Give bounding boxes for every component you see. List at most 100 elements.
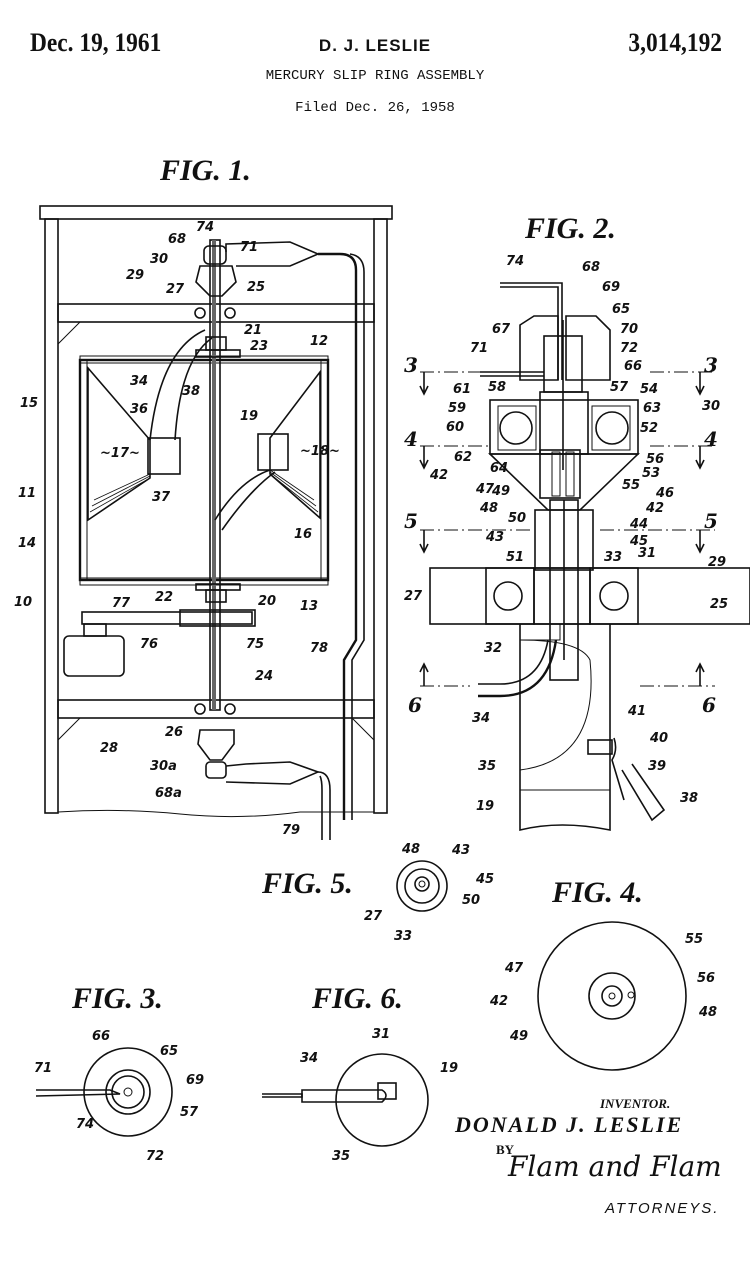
reference-numeral: 74: [76, 1117, 94, 1132]
cabinet-left-wall: [44, 218, 59, 814]
by-label: BY: [496, 1142, 515, 1157]
fig5-outer-ring: [396, 860, 448, 912]
wire-71: [480, 371, 544, 377]
reference-numeral: 77: [112, 596, 131, 611]
reference-numeral: 57: [610, 380, 629, 395]
reference-numeral: 43: [451, 843, 470, 858]
attorneys-label: ATTORNEYS.: [605, 1200, 720, 1217]
reference-numeral: 27: [364, 909, 383, 924]
reference-numeral: 50: [508, 511, 526, 526]
reference-numeral: 65: [612, 302, 630, 317]
reference-numeral: 24: [255, 669, 273, 684]
mercury-chamber-47: [539, 449, 581, 499]
inventor-label: INVENTOR.: [600, 1096, 671, 1111]
fig4-caption: FIG. 4.: [551, 876, 643, 909]
cable-79: [317, 771, 331, 840]
reference-numeral: 66: [92, 1029, 110, 1044]
reference-numeral: 34: [130, 374, 148, 389]
reference-numeral: 19: [240, 409, 258, 424]
lead-38-section: [611, 737, 666, 822]
reference-numeral: ~18~: [300, 444, 340, 459]
slip-ring-30a: [197, 729, 235, 761]
inventor-header: D. J. LESLIE: [318, 36, 432, 55]
reference-numeral: 19: [476, 799, 494, 814]
reference-numeral: 25: [247, 280, 265, 295]
reference-numeral: 12: [310, 334, 328, 349]
reference-numeral: 76: [140, 637, 158, 652]
reference-numeral: 31: [638, 546, 656, 561]
reference-numeral: 61: [453, 382, 471, 397]
reference-numeral: 28: [100, 741, 118, 756]
lead-34-section: [478, 639, 558, 698]
reference-numeral: 48: [698, 1005, 717, 1020]
reference-numeral: 47: [504, 961, 524, 976]
reference-numeral: 30a: [150, 759, 177, 774]
fig1-label: 74: [196, 220, 214, 235]
reference-numeral: 48: [479, 501, 498, 516]
belt-76: [81, 611, 253, 625]
reference-numeral: 48: [401, 842, 420, 857]
cable-78: [318, 252, 358, 820]
reference-numeral: 41: [627, 704, 646, 719]
figure-4: FIG. 4. 55 47 56 42 48 49: [489, 876, 717, 1071]
reference-numeral: 44: [629, 517, 648, 532]
fig2-caption: FIG. 2.: [524, 212, 616, 245]
reference-numeral: 34: [300, 1051, 318, 1066]
reference-numeral: 68a: [155, 786, 182, 801]
figure-6: FIG. 6. 31 34 19 35: [262, 982, 458, 1164]
reference-numeral: 29: [126, 268, 144, 283]
fig4-labels: 55 47 56 42 48 49: [489, 932, 717, 1044]
svg-text:6: 6: [702, 693, 716, 717]
reference-numeral: 13: [300, 599, 318, 614]
svg-text:3: 3: [704, 353, 718, 377]
reference-numeral: 42: [429, 468, 448, 483]
reference-numeral: 37: [152, 490, 171, 505]
patent-date: Dec. 19, 1961: [30, 28, 162, 57]
reference-numeral: 30: [702, 399, 720, 414]
reference-numeral: 14: [18, 536, 36, 551]
figure-2: FIG. 2.: [404, 212, 750, 832]
figure-5: FIG. 5. 48 43 45 50 27 33: [261, 842, 494, 944]
fig2-labels: 74 68 69 65 67 70 72 71 66 61 58 57 54 5…: [404, 254, 728, 814]
svg-text:5: 5: [704, 509, 718, 533]
shaft-19-section: [519, 624, 611, 832]
reference-numeral: 42: [489, 994, 508, 1009]
figure-3: FIG. 3. 66 65 71 69 74 57 72: [34, 982, 204, 1164]
svg-text:3: 3: [404, 353, 418, 377]
reference-numeral: 47: [475, 482, 495, 497]
cap-69: [519, 315, 559, 381]
reference-numeral: 69: [602, 280, 620, 295]
reference-numeral: 38: [182, 384, 200, 399]
reference-numeral: ~17~: [100, 446, 140, 461]
svg-text:4: 4: [704, 427, 718, 451]
reference-numeral: 29: [708, 555, 726, 570]
reference-numeral: 40: [649, 731, 668, 746]
cabinet-top: [39, 205, 393, 220]
cap-68a: [205, 761, 227, 779]
reference-numeral: 26: [165, 725, 183, 740]
reference-numeral: 71: [34, 1061, 52, 1076]
horn-17: [87, 365, 151, 522]
reference-numeral: 45: [475, 872, 494, 887]
reference-numeral: 55: [622, 478, 640, 493]
reference-numeral: 71: [240, 240, 258, 255]
fig1-labels: 74 68 71 30 29 27 25 21 23 12 15 34 38 3…: [14, 220, 340, 838]
attorney-signature: Flam and Flam: [508, 1150, 722, 1183]
patent-number: 3,014,192: [628, 28, 722, 57]
reference-numeral: 56: [697, 971, 715, 986]
fig3-caption: FIG. 3.: [71, 982, 163, 1015]
reference-numeral: 74: [506, 254, 524, 269]
reference-numeral: 79: [282, 823, 300, 838]
reference-numeral: 64: [490, 461, 508, 476]
slip-ring-30: [195, 265, 237, 297]
fig6-lead-34: [301, 1089, 387, 1103]
lead-34: [149, 329, 206, 441]
reference-numeral: 31: [372, 1027, 390, 1042]
reference-numeral: 20: [258, 594, 276, 609]
reference-numeral: 46: [655, 486, 674, 501]
fig6-caption: FIG. 6.: [311, 982, 403, 1015]
reference-numeral: 66: [624, 359, 642, 374]
reference-numeral: 39: [648, 759, 666, 774]
fig5-caption: FIG. 5.: [261, 867, 353, 900]
